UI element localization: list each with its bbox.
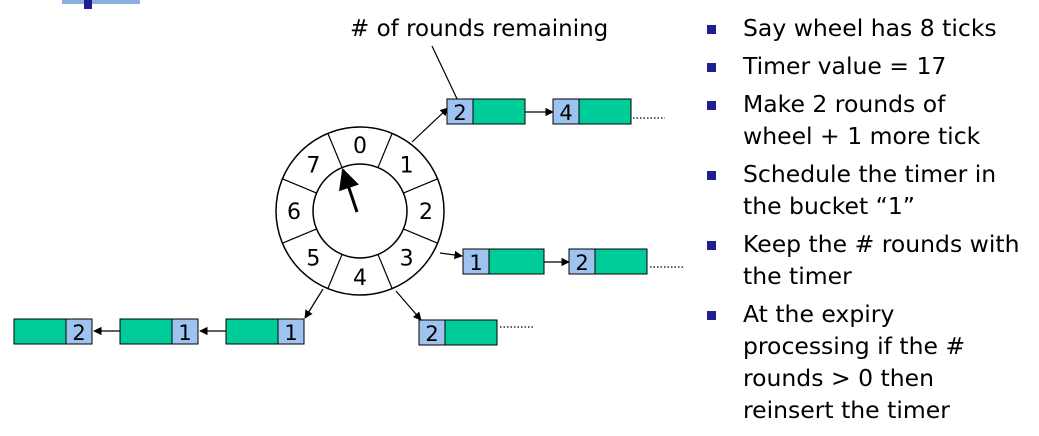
rounds-box [277, 318, 305, 345]
corner-decoration-mark [84, 0, 92, 9]
timer-box [119, 318, 173, 345]
clock-hand [339, 168, 359, 213]
timer-box [578, 98, 632, 125]
timer-box [594, 248, 648, 275]
rounds-value: 2 [453, 101, 466, 125]
rounds-value: 2 [72, 321, 85, 345]
bullet-square-icon [707, 311, 716, 320]
rounds-box [552, 98, 580, 125]
timer-box [472, 98, 526, 125]
wheel-slot-labels: 0 123 4 567 [287, 134, 433, 291]
rounds-value: 1 [284, 321, 297, 345]
rounds-remaining-annotation: # of rounds remaining [350, 16, 608, 42]
wheel-slot-label: 6 [287, 200, 301, 225]
rounds-value: 1 [469, 251, 482, 275]
bullet-item: At the expiry processing if the # rounds >… [705, 298, 1035, 426]
timer-box [444, 319, 498, 346]
bullet-line: Schedule the timer in [743, 160, 997, 188]
wheel-slot-label: 4 [353, 266, 367, 291]
bullet-square-icon [707, 63, 716, 72]
bullet-square-icon [707, 241, 716, 250]
bullet-line: rounds > 0 then [743, 364, 934, 392]
wheel-slot-label: 0 [353, 134, 367, 159]
rounds-box [65, 318, 93, 345]
bullet-list: Say wheel has 8 ticks Timer value = 17 M… [705, 12, 1035, 432]
slot-4-chain: 2 [395, 290, 534, 346]
wheel-divider [327, 254, 343, 289]
bullet-line: Say wheel has 8 ticks [743, 14, 997, 42]
bullet-square-icon [707, 171, 716, 180]
timer-wheel: 0 123 4 567 [275, 126, 445, 296]
wheel-dividers [282, 133, 438, 289]
bullet-line: Keep the # rounds with [743, 230, 1020, 258]
timer-box [488, 248, 545, 275]
timer-box [225, 318, 279, 345]
bullet-square-icon [707, 101, 716, 110]
bullet-line: the bucket “1” [743, 192, 915, 220]
bullet-item: Schedule the timer in the bucket “1” [705, 158, 1035, 222]
slot-3-chain: 1 2 [439, 248, 684, 275]
rounds-value: 2 [425, 322, 438, 346]
bullet-line: processing if the # [743, 332, 966, 360]
slot-5-chain: 1 1 2 [13, 288, 324, 345]
wheel-divider [403, 228, 438, 244]
bullet-line: reinsert the timer [743, 396, 950, 424]
rounds-value: 1 [178, 321, 191, 345]
wheel-divider [282, 228, 317, 244]
wheel-slot-label: 5 [306, 247, 320, 272]
rounds-box [568, 248, 596, 275]
rounds-value: 4 [559, 101, 572, 125]
timer-box [13, 318, 67, 345]
slot-1-chain: 2 4 [411, 98, 665, 143]
rounds-box [418, 319, 446, 346]
bullet-line: At the expiry [743, 300, 895, 328]
rounds-value: 2 [575, 251, 588, 275]
wheel-slot-label: 1 [400, 153, 414, 178]
bullet-line: Timer value = 17 [743, 52, 947, 80]
wheel-divider [377, 254, 393, 289]
corner-decoration [62, 0, 140, 4]
wheel-slot-label: 3 [400, 247, 414, 272]
wheel-divider [403, 178, 438, 194]
annotation-pointer [431, 45, 460, 104]
wheel-divider [327, 133, 343, 168]
bullet-line: the timer [743, 262, 852, 290]
bullet-square-icon [707, 25, 716, 34]
wheel-slot-label: 2 [419, 200, 433, 225]
bullet-item: Timer value = 17 [705, 50, 1035, 82]
bullet-item: Keep the # rounds with the timer [705, 228, 1035, 292]
bullet-item: Say wheel has 8 ticks [705, 12, 1035, 44]
bullet-line: Make 2 rounds of [743, 90, 946, 118]
bullet-item: Make 2 rounds of wheel + 1 more tick [705, 88, 1035, 152]
bullet-line: wheel + 1 more tick [743, 122, 981, 150]
rounds-box [171, 318, 199, 345]
wheel-divider [282, 178, 317, 194]
wheel-slot-label: 7 [306, 153, 320, 178]
wheel-divider [377, 133, 393, 168]
rounds-box [462, 248, 490, 275]
